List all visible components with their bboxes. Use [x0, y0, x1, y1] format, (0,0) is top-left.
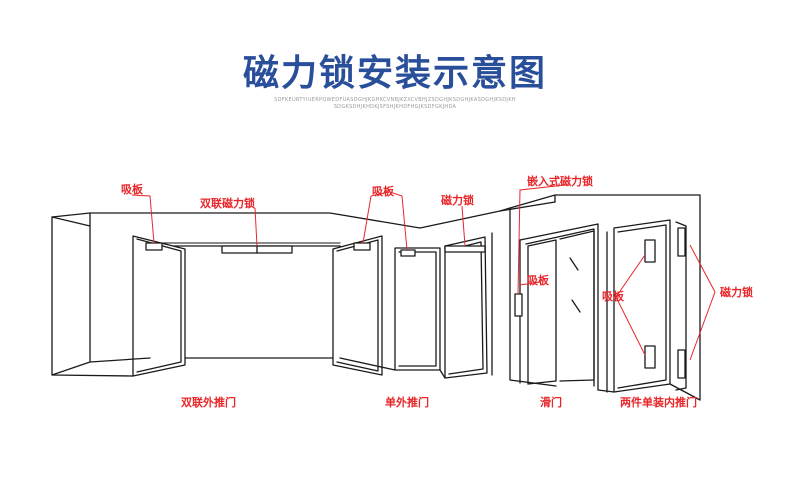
label-suction-plate-two: 吸板 [602, 290, 624, 303]
left-wall [51, 216, 91, 376]
caption-double-outward: 双联外推门 [181, 396, 236, 409]
inward-lock-bottom [677, 349, 686, 379]
caption-single-outward: 单外推门 [385, 396, 429, 409]
inward-suction-plate-top [644, 239, 656, 263]
suction-plate-left [145, 242, 163, 251]
single-suction-plate [400, 249, 416, 257]
label-suction-plate-slide: 吸板 [527, 274, 549, 287]
page-title: 磁力锁安装示意图 [242, 53, 547, 94]
subtitle-line-1: SDFKEURTYIUERPQWEDFUASDGHJKGHKCVNBJKZXCV… [274, 97, 516, 103]
single-door-leaf [394, 247, 441, 371]
embedded-lock-body [514, 293, 523, 317]
label-double-lock: 双联磁力锁 [200, 197, 255, 210]
caption-two-inward: 两件单装内推门 [620, 396, 697, 409]
inward-lock-top [677, 227, 686, 257]
double-door-right-leaf [332, 235, 383, 376]
label-suction-plate-left: 吸板 [121, 183, 143, 196]
inward-suction-plate-bottom [644, 345, 656, 369]
label-suction-plate-mid: 吸板 [372, 185, 394, 198]
label-magnetic-lock-right: 磁力锁 [720, 286, 753, 299]
inward-door-leaf [613, 219, 671, 393]
suction-plate-right [353, 242, 371, 251]
caption-sliding: 滑门 [540, 396, 562, 409]
sliding-door-panel [527, 239, 557, 385]
double-door-left-leaf [132, 235, 186, 377]
label-embedded-lock: 嵌入式磁力锁 [527, 175, 593, 188]
single-lock-body [444, 245, 486, 253]
subtitle-line-2: SDGKSDHJKHDKJSFSHJKHDFHGJKSDFGKJHDA [333, 104, 457, 110]
label-magnetic-lock-single: 磁力锁 [441, 194, 474, 207]
